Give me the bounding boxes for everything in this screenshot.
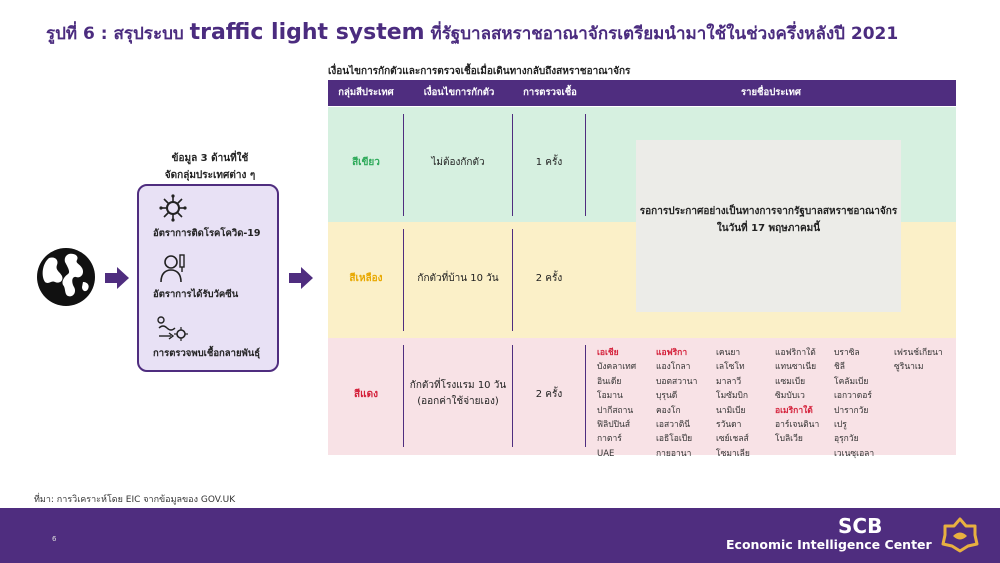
table-header: กลุ่มสีประเทศ เงื่อนไขการกักตัว การตรวจเ…: [328, 80, 956, 106]
separator: [403, 114, 404, 216]
list-item: ฟิลิปปินส์: [597, 420, 631, 431]
header-test: การตรวจเชื้อ: [523, 87, 577, 98]
country-column-africa: แอฟริกา แองโกลา บอตสวานา บุรุนดี คองโก เ…: [656, 346, 697, 461]
separator: [585, 114, 586, 216]
list-item: บังคลาเทศ: [597, 362, 637, 373]
quarantine-green: ไม่ต้องกักตัว: [431, 157, 485, 168]
page-number: 6: [52, 535, 57, 543]
criteria-box: อัตราการติดโรคโควิด-19 อัตราการได้รับวัค…: [137, 184, 279, 372]
globe-icon: [35, 246, 97, 308]
quarantine-red: กักตัวที่โรงแรม 10 วัน (ออกค่าใช้จ่ายเอง…: [404, 378, 512, 410]
criteria-label-line2: จัดกลุ่มประเทศต่าง ๆ: [164, 170, 256, 181]
test-yellow: 2 ครั้ง: [535, 273, 563, 284]
page-title: รูปที่ 6 : สรุประบบ traffic light system…: [46, 20, 986, 47]
title-english: traffic light system: [189, 20, 425, 45]
criteria-item-vaccination: อัตราการได้รับวัคซีน: [153, 289, 239, 300]
list-item: โมซัมบิก: [716, 391, 749, 402]
brand-name: SCB: [838, 514, 883, 538]
list-item: แองโกลา: [656, 362, 691, 373]
list-item: โบลิเวีย: [775, 434, 803, 445]
header-quarantine: เงื่อนไขการกักตัว: [423, 87, 495, 98]
list-item: เอสวาตินี: [656, 420, 691, 431]
country-column-3: เคนยา เลโซโท มาลาวี โมซัมบิก นามิเบีย รว…: [716, 346, 750, 461]
list-item: กาตาร์: [597, 434, 622, 445]
arrow-to-criteria: [103, 265, 131, 291]
title-prefix: รูปที่ 6 : สรุประบบ: [46, 24, 190, 44]
header-group: กลุ่มสีประเทศ: [338, 87, 394, 98]
country-column-5: บราซิล ชิลี โคลัมเบีย เอกวาดอร์ ปารากวัย…: [834, 346, 874, 461]
list-item: บุรุนดี: [656, 391, 678, 402]
region-heading-asia: เอเชีย: [597, 348, 619, 358]
list-item: เอธิโอเปีย: [656, 434, 693, 445]
test-red: 2 ครั้ง: [535, 389, 563, 400]
criteria-item-infection: อัตราการติดโรคโควิด-19: [153, 228, 261, 239]
list-item: รวันดา: [716, 420, 742, 431]
list-item: โอมาน: [597, 391, 623, 402]
separator: [585, 345, 586, 447]
announcement-box: รอการประกาศอย่างเป็นทางการจากรัฐบาลสหราช…: [636, 140, 901, 312]
source-note: ที่มา: การวิเคราะห์โดย EIC จากข้อมูลของ …: [34, 495, 236, 505]
list-item: แทนซาเนีย: [775, 362, 817, 373]
announcement-line1: รอการประกาศอย่างเป็นทางการจากรัฐบาลสหราช…: [639, 206, 898, 217]
arrow-to-table: [287, 265, 315, 291]
region-heading-africa: แอฟริกา: [656, 348, 688, 358]
list-item: โซมาเลีย: [716, 448, 750, 459]
list-item: อินเดีย: [597, 376, 622, 387]
list-item: เอกวาดอร์: [834, 391, 872, 402]
list-item: UAE: [597, 448, 615, 459]
footer-bar: [0, 508, 1000, 563]
list-item: กายอานา: [656, 448, 692, 459]
header-countries: รายชื่อประเทศ: [741, 87, 801, 98]
list-item: ปากีสถาน: [597, 405, 634, 416]
separator: [512, 229, 513, 331]
region-heading-south-america: อเมริกาใต้: [775, 405, 813, 416]
list-item: เปรู: [834, 420, 847, 431]
list-item: เลโซโท: [716, 362, 745, 373]
criteria-item-variant: การตรวจพบเชื้อกลายพันธุ์: [153, 348, 261, 359]
country-column-4: แอฟริกาใต้ แทนซาเนีย แซมเบีย ซิมบับเว อเ…: [775, 346, 819, 447]
list-item: บอตสวานา: [656, 376, 698, 387]
list-item: อาร์เจนตินา: [775, 420, 820, 431]
quarantine-yellow: กักตัวที่บ้าน 10 วัน: [417, 273, 499, 284]
group-red: สีแดง: [354, 389, 378, 400]
scb-logo-icon: [940, 516, 980, 554]
list-item: โคลัมเบีย: [834, 376, 869, 387]
list-item: แซมเบีย: [775, 376, 806, 387]
variant-icon: [155, 314, 189, 346]
table-subtitle: เงื่อนไขการกักตัวและการตรวจเชื้อเมื่อเดิ…: [328, 66, 631, 77]
separator: [512, 114, 513, 216]
quarantine-red-line2: (ออกค่าใช้จ่ายเอง): [417, 396, 499, 407]
list-item: แอฟริกาใต้: [775, 348, 816, 358]
separator: [403, 229, 404, 331]
list-item: คองโก: [656, 405, 681, 416]
virus-icon: [159, 194, 187, 226]
list-item: เซย์เชลส์: [716, 434, 749, 445]
group-green: สีเขียว: [352, 157, 380, 168]
country-column-asia: เอเชีย บังคลาเทศ อินเดีย โอมาน ปากีสถาน …: [597, 346, 636, 461]
list-item: เฟรนช์เกียนา: [894, 348, 943, 358]
row-red: [328, 338, 956, 455]
country-column-6: เฟรนช์เกียนา ซูรินาเม: [894, 346, 943, 375]
list-item: ปารากวัย: [834, 405, 869, 416]
test-green: 1 ครั้ง: [535, 157, 563, 168]
group-yellow: สีเหลือง: [349, 273, 383, 284]
list-item: เวเนซุเอลา: [834, 448, 875, 459]
list-item: บราซิล: [834, 348, 860, 358]
separator: [512, 345, 513, 447]
list-item: ชิลี: [834, 362, 845, 373]
criteria-label: ข้อมูล 3 ด้านที่ใช้ จัดกลุ่มประเทศต่าง ๆ: [130, 150, 290, 184]
list-item: ซิมบับเว: [775, 391, 805, 402]
list-item: ซูรินาเม: [894, 362, 924, 373]
brand-subtitle: Economic Intelligence Center: [726, 537, 932, 552]
quarantine-red-line1: กักตัวที่โรงแรม 10 วัน: [409, 380, 507, 391]
list-item: อุรุกวัย: [834, 434, 859, 445]
criteria-label-line1: ข้อมูล 3 ด้านที่ใช้: [171, 153, 249, 164]
list-item: นามิเบีย: [716, 405, 746, 416]
announcement-line2: ในวันที่ 17 พฤษภาคมนี้: [716, 222, 821, 234]
title-suffix: ที่รัฐบาลสหราชอาณาจักรเตรียมนำมาใช้ในช่ว…: [424, 24, 899, 44]
list-item: เคนยา: [716, 348, 741, 358]
list-item: มาลาวี: [716, 376, 742, 387]
vaccinated-person-icon: [159, 253, 187, 287]
separator: [403, 345, 404, 447]
